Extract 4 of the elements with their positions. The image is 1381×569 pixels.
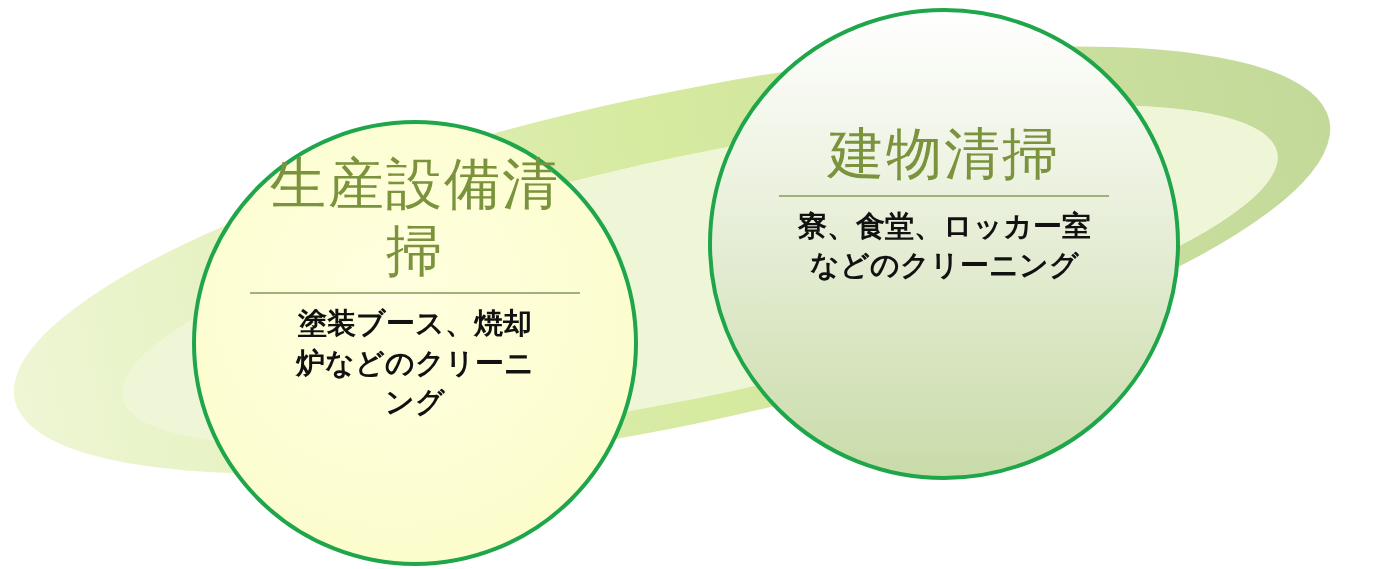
circle-heading: 建物清掃: [826, 120, 1061, 188]
circle-description: 塗装ブース、焼却炉などのクリーニング: [294, 305, 535, 421]
circle-heading: 生産設備清掃: [269, 150, 561, 285]
circle-description: 寮、食堂、ロッカー室などのクリーニング: [796, 208, 1092, 285]
